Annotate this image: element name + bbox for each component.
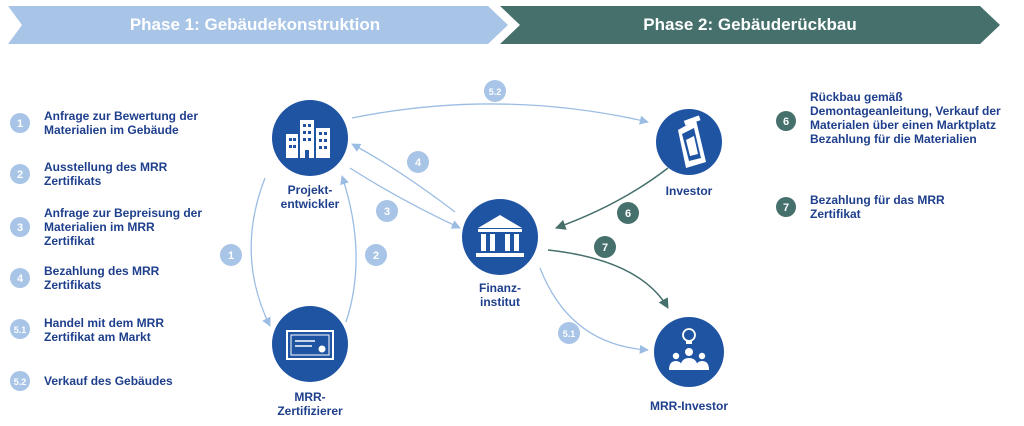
node-mrr-investor-label: MRR-Investor bbox=[649, 399, 728, 413]
step-badge-3: 3 bbox=[10, 217, 30, 237]
flow-badge-2: 2 bbox=[365, 244, 387, 266]
building-tower-icon bbox=[678, 115, 706, 168]
flow-badge-5-1: 5.1 bbox=[558, 322, 580, 344]
node-certifier bbox=[272, 306, 348, 382]
node-investor-label: Investor bbox=[665, 184, 713, 198]
step-text-5-1: Handel mit dem MRR Zertifikat am Markt bbox=[44, 316, 165, 344]
node-bank bbox=[462, 199, 538, 275]
flow-badge-6-num: 6 bbox=[625, 208, 631, 220]
step-badge-2: 2 bbox=[10, 164, 30, 184]
arrow-7 bbox=[547, 249, 669, 309]
node-bank-label: Finanz- institut bbox=[479, 281, 521, 309]
arrow-3 bbox=[349, 167, 461, 229]
flow-badge-4-num: 4 bbox=[415, 157, 422, 169]
node-mrr-investor bbox=[654, 317, 724, 387]
step-text-1: Anfrage zur Bewertung der Materialien im… bbox=[44, 109, 199, 137]
flow-badge-3: 3 bbox=[376, 200, 398, 222]
flow-badge-7: 7 bbox=[594, 236, 616, 258]
step-badge-2-num: 2 bbox=[17, 169, 23, 181]
phase1-banner bbox=[8, 6, 508, 44]
flow-badge-6: 6 bbox=[617, 202, 639, 224]
step-badge-7: 7 bbox=[776, 197, 796, 217]
step-text-3: Anfrage zur Bepreisung der Materialien i… bbox=[44, 206, 203, 248]
step-badge-4: 4 bbox=[10, 268, 30, 288]
node-developer bbox=[272, 100, 348, 176]
flow-badge-2-num: 2 bbox=[373, 250, 379, 262]
step-badge-6-num: 6 bbox=[783, 116, 789, 128]
phase2-banner bbox=[500, 6, 1000, 44]
arrow-6 bbox=[555, 167, 669, 230]
flow-badge-1-num: 1 bbox=[228, 250, 234, 262]
phase2-label: Phase 2: Gebäuderückbau bbox=[643, 15, 857, 34]
arrow-5-2 bbox=[351, 103, 649, 125]
phase1-label: Phase 1: Gebäudekonstruktion bbox=[129, 15, 381, 34]
step-badge-3-num: 3 bbox=[17, 222, 23, 234]
flow-badge-1: 1 bbox=[220, 244, 242, 266]
node-developer-label: Projekt- entwickler bbox=[280, 183, 340, 211]
node-certifier-label: MRR- Zertifizierer bbox=[277, 390, 343, 418]
step-text-4: Bezahlung des MRR Zertifikats bbox=[44, 264, 160, 292]
step-text-2: Ausstellung des MRR Zertifikats bbox=[44, 160, 168, 188]
step-badge-6: 6 bbox=[776, 111, 796, 131]
step-badge-7-num: 7 bbox=[783, 202, 789, 214]
arrow-1 bbox=[250, 177, 271, 327]
step-badge-1: 1 bbox=[10, 113, 30, 133]
step-text-5-2: Verkauf des Gebäudes bbox=[44, 374, 173, 388]
arrow-4 bbox=[351, 143, 456, 213]
step-badge-4-num: 4 bbox=[17, 273, 24, 285]
step-badge-5-2: 5.2 bbox=[10, 371, 30, 391]
flow-badge-3-num: 3 bbox=[384, 206, 390, 218]
flow-badge-5-1-num: 5.1 bbox=[563, 329, 576, 339]
people-idea-icon bbox=[669, 328, 709, 370]
step-badge-5-1-num: 5.1 bbox=[14, 325, 27, 335]
flow-badge-5-2: 5.2 bbox=[484, 80, 506, 102]
step-text-7: Bezahlung für das MRR Zertifikat bbox=[810, 193, 945, 221]
certificate-icon bbox=[286, 330, 334, 360]
flow-badge-5-2-num: 5.2 bbox=[489, 87, 502, 97]
step-badge-5-1: 5.1 bbox=[10, 319, 30, 339]
bank-icon bbox=[476, 215, 524, 257]
flow-badge-4: 4 bbox=[407, 151, 429, 173]
buildings-icon bbox=[286, 120, 330, 158]
step-text-6: Rückbau gemäß Demontageanleitung, Verkau… bbox=[810, 90, 1001, 146]
arrow-2 bbox=[340, 175, 357, 323]
arrow-5-1 bbox=[539, 267, 649, 355]
step-badge-5-2-num: 5.2 bbox=[14, 377, 27, 387]
node-investor bbox=[656, 109, 722, 175]
step-badge-1-num: 1 bbox=[17, 118, 23, 130]
flow-badge-7-num: 7 bbox=[602, 242, 608, 254]
